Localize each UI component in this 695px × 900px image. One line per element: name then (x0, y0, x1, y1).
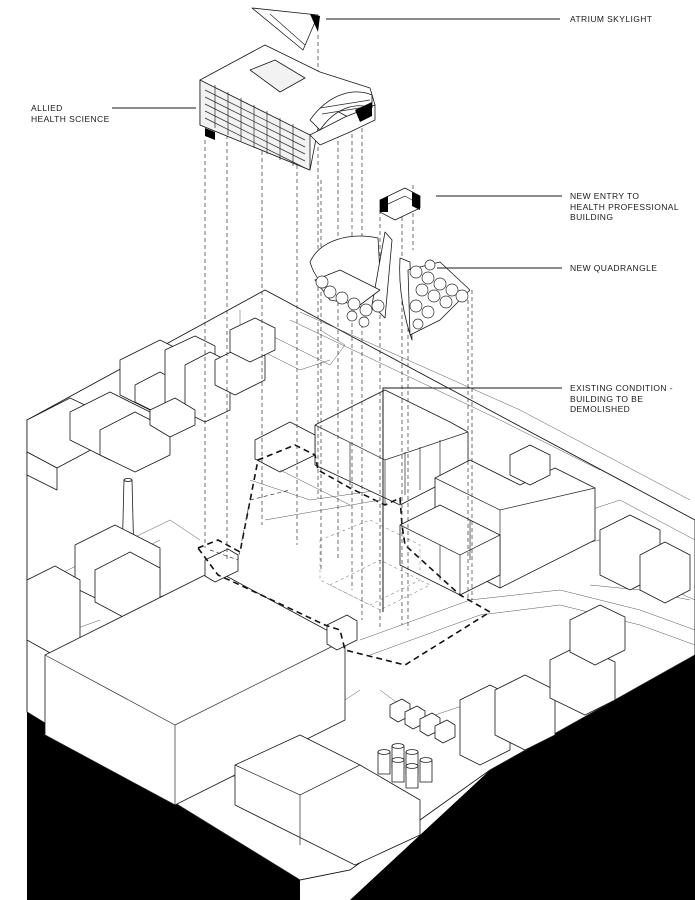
atrium-skylight-label: ATRIUM SKYLIGHT (570, 14, 653, 24)
context-buildings-southwest (26, 524, 161, 655)
context-buildings-left (26, 317, 276, 491)
health-professional-building (399, 444, 596, 596)
allied-health-science-element (199, 44, 376, 171)
new-quadrangle-label: NEW QUADRANGLE (570, 263, 658, 273)
loading-docks (389, 698, 456, 744)
factory-building (234, 734, 421, 866)
allied-health-science-label: ALLIED HEALTH SCIENCE (31, 103, 110, 124)
context-buildings-southeast (459, 514, 691, 766)
new-quadrangle-element (309, 231, 471, 341)
new-entry-element (379, 187, 421, 221)
existing-condition-label: EXISTING CONDITION - BUILDING TO BE DEMO… (570, 383, 673, 414)
silos (377, 743, 433, 789)
atrium-skylight-element (251, 7, 320, 51)
leader-lines (112, 18, 562, 612)
new-entry-label: NEW ENTRY TO HEALTH PROFESSIONAL BUILDIN… (570, 191, 679, 222)
existing-building-to-demolish (254, 389, 469, 506)
